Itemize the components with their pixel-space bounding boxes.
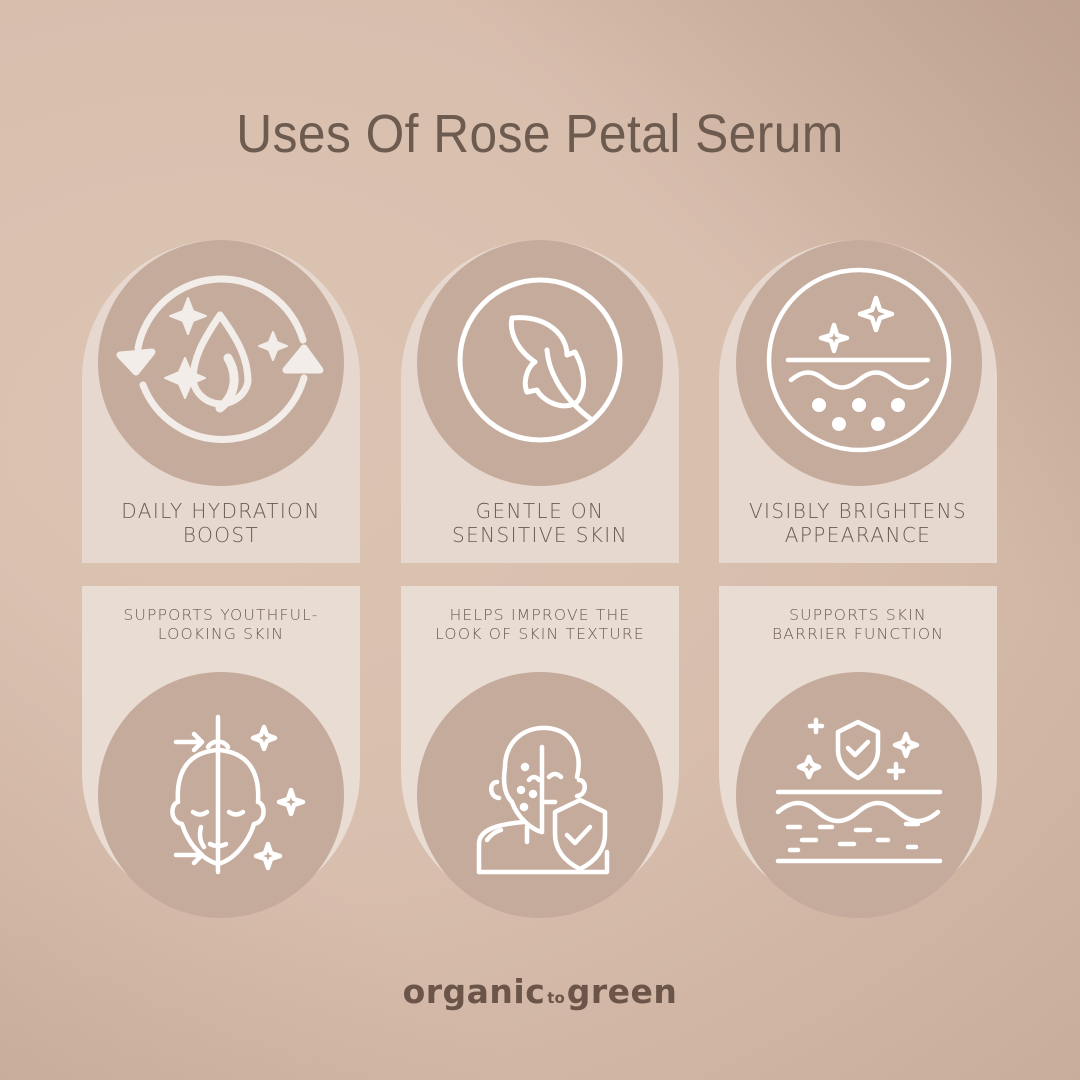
brand-logo-part3: green <box>566 972 678 1011</box>
face-texture-shield-icon <box>417 672 663 918</box>
brand-logo-part2: to <box>547 989 565 1007</box>
label-line-1: GENTLE ON <box>475 499 605 523</box>
label-line-2: SENSITIVE SKIN <box>452 523 628 547</box>
face-lift-icon <box>98 672 344 918</box>
label-line-1: DAILY HYDRATION <box>121 499 321 523</box>
label-line-2: BOOST <box>182 523 260 547</box>
brand-logo-part1: organic <box>402 972 546 1011</box>
benefit-label-youthful: SUPPORTS YOUTHFUL- LOOKING SKIN <box>71 606 371 643</box>
benefit-label-gentle: GENTLE ON SENSITIVE SKIN <box>390 499 690 547</box>
label-line-2: BARRIER FUNCTION <box>771 624 945 643</box>
label-line-1: HELPS IMPROVE THE <box>449 606 631 624</box>
label-line-1: VISIBLY BRIGHTENS <box>748 499 968 523</box>
skin-layer-sparkle-icon <box>736 240 982 486</box>
label-line-2: APPEARANCE <box>784 523 932 547</box>
benefit-label-brightens: VISIBLY BRIGHTENS APPEARANCE <box>708 499 1008 547</box>
hydration-drop-cycle-icon <box>98 240 344 486</box>
label-line-2: LOOKING SKIN <box>157 624 285 643</box>
skin-barrier-shield-icon <box>736 672 982 918</box>
page-title: Uses Of Rose Petal Serum <box>236 104 844 164</box>
label-line-1: SUPPORTS YOUTHFUL- <box>123 606 319 624</box>
leaf-icon <box>417 240 663 486</box>
benefit-label-barrier: SUPPORTS SKIN BARRIER FUNCTION <box>708 606 1008 643</box>
label-line-2: LOOK OF SKIN TEXTURE <box>435 624 645 643</box>
label-line-1: SUPPORTS SKIN <box>789 606 927 624</box>
benefit-label-texture: HELPS IMPROVE THE LOOK OF SKIN TEXTURE <box>390 606 690 643</box>
benefit-label-hydration: DAILY HYDRATION BOOST <box>71 499 371 547</box>
